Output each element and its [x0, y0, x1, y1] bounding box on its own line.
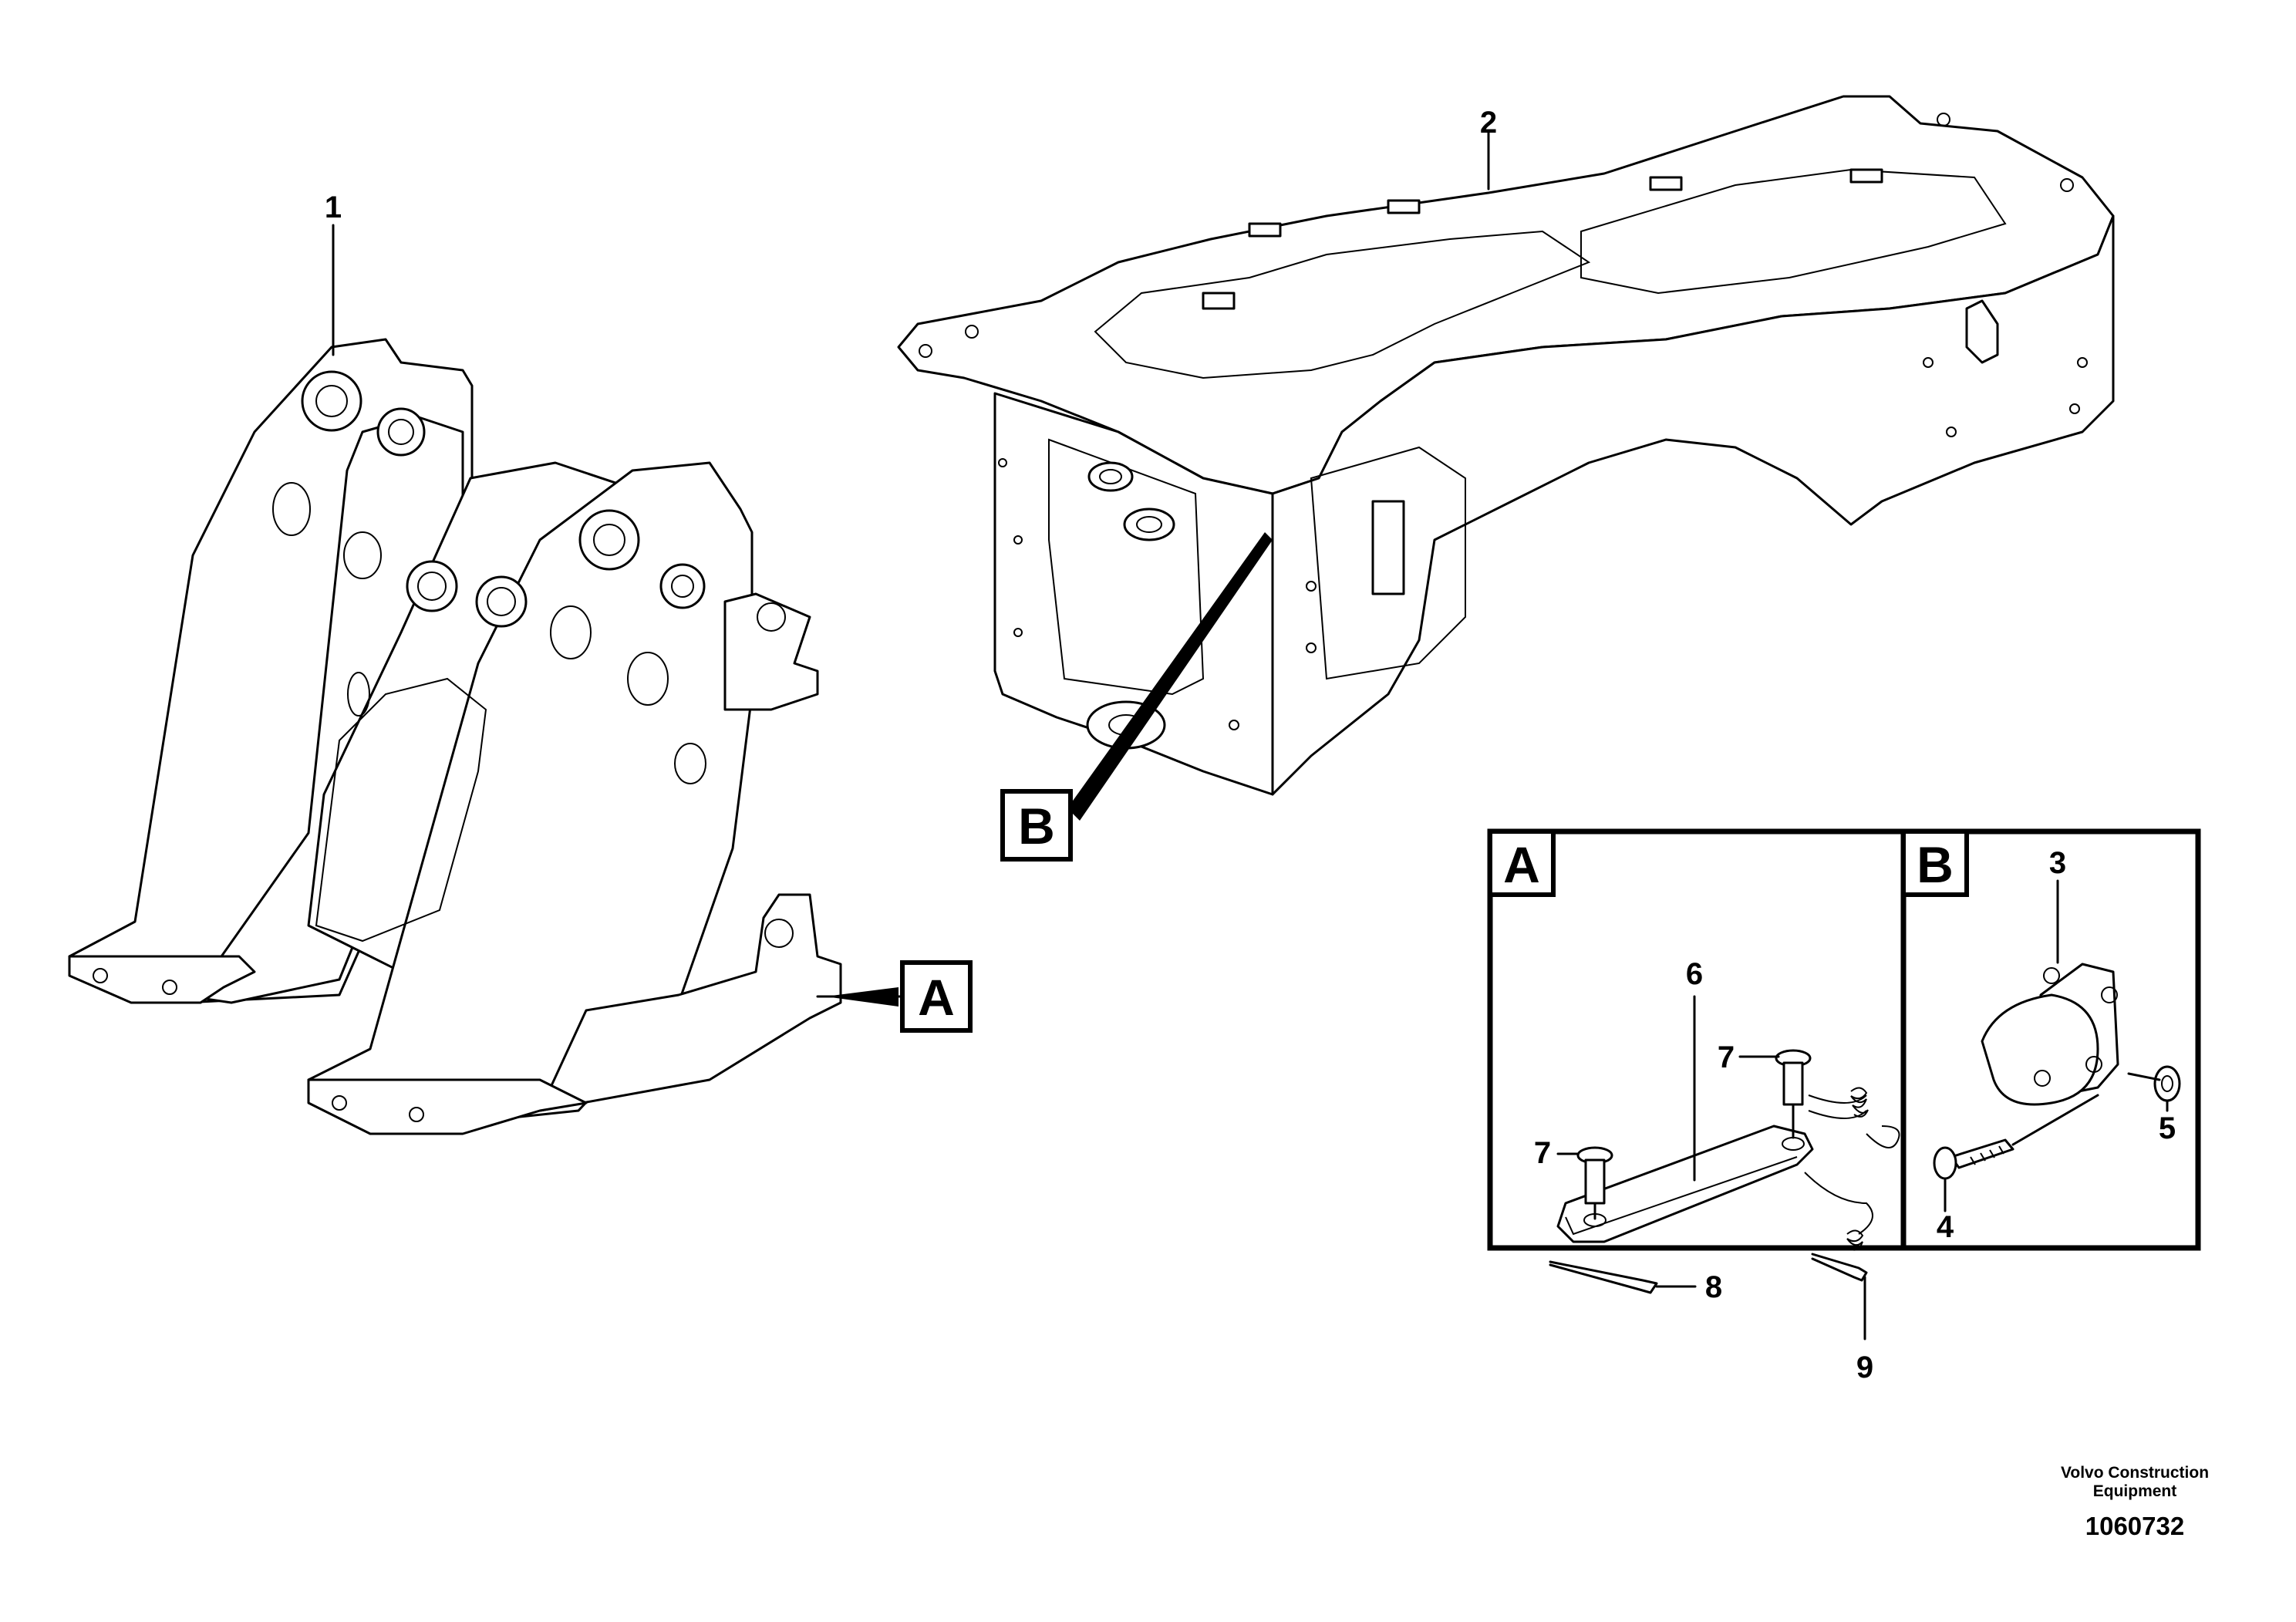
- detail-label-a: A: [900, 960, 973, 1033]
- callout-1: 1: [325, 191, 342, 224]
- detail-label-b-text: B: [1018, 798, 1055, 855]
- detail-label-a-text: A: [918, 969, 955, 1026]
- front-frame-drawing: [68, 338, 842, 1135]
- callout-7-lower: 7: [1534, 1136, 1551, 1170]
- footer-company-line1: Volvo Construction: [2061, 1464, 2209, 1482]
- callout-leaders: [332, 131, 1490, 1007]
- inset-label-a: A: [1503, 836, 1540, 893]
- callout-6: 6: [1686, 957, 1703, 991]
- rear-frame-drawing: [897, 95, 2115, 796]
- footer-company-line2: Equipment: [2093, 1482, 2177, 1500]
- callout-4: 4: [1937, 1210, 1954, 1244]
- drawing-number: 1060732: [2085, 1512, 2184, 1540]
- inset-a-parts: [1549, 995, 1900, 1340]
- inset-b-parts: [1933, 879, 2181, 1212]
- callout-3: 3: [2049, 846, 2066, 880]
- callout-7-upper: 7: [1718, 1040, 1735, 1074]
- callout-8: 8: [1705, 1270, 1722, 1304]
- inset-label-b: B: [1917, 836, 1954, 893]
- callout-9: 9: [1856, 1351, 1873, 1384]
- callout-2: 2: [1480, 106, 1497, 140]
- detail-label-b: B: [1000, 789, 1073, 862]
- callout-5: 5: [2159, 1111, 2176, 1145]
